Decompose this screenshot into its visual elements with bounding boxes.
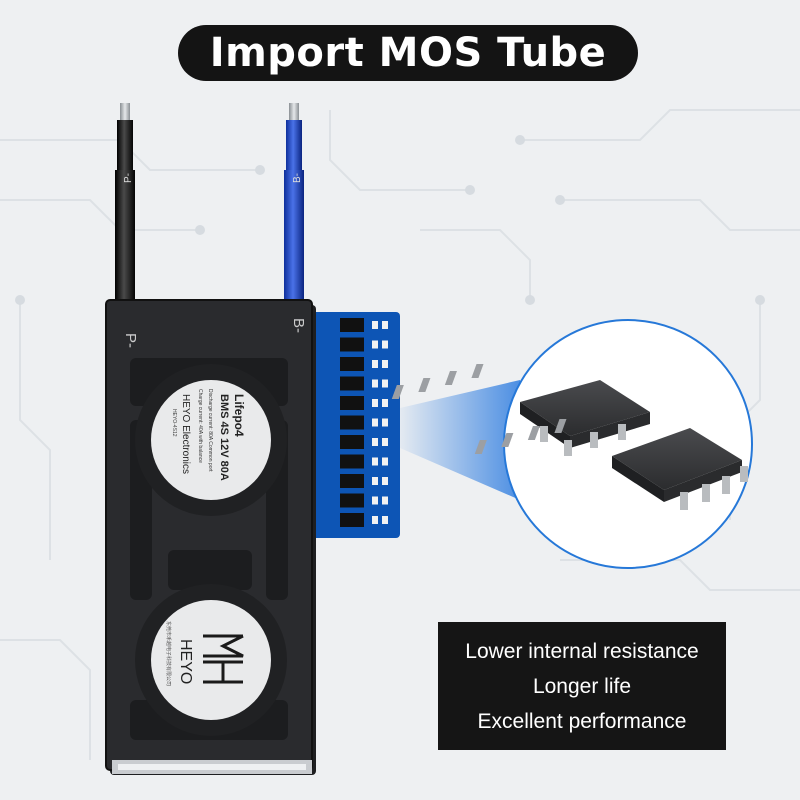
model-text: BMS 4S 12V 80A	[218, 394, 230, 481]
pcb-pad	[372, 457, 378, 466]
charge-text: Charge current: 40A with balance	[197, 389, 203, 463]
pcb-pad	[372, 340, 378, 349]
discharge-text: Discharge current: 80A Common port	[207, 389, 213, 472]
pcb-pad	[372, 418, 378, 427]
b-wire-label: B-	[292, 173, 303, 183]
mos-chip-right	[474, 419, 748, 510]
company-cn-text: 东莞市禾越电子科技有限公司	[165, 621, 172, 686]
pcb-pad	[382, 418, 388, 427]
logo-text: HEYO	[177, 639, 194, 684]
model-code-text: HEYO-4S12	[171, 409, 177, 437]
feature-item: Excellent performance	[477, 709, 687, 733]
pcb-mos-chip	[340, 435, 364, 449]
pcb-pad	[372, 516, 378, 524]
pcb-mos-chip	[340, 357, 364, 371]
board-spec-label: Lifepo4 BMS 4S 12V 80A Discharge current…	[171, 389, 246, 481]
feature-item: Longer life	[532, 674, 632, 698]
pcb-mos-chip	[340, 337, 364, 352]
pcb-pad	[382, 399, 388, 407]
pcb-pad	[382, 360, 388, 368]
pcb-mos-chip	[340, 474, 364, 488]
bms-board	[105, 299, 316, 775]
brand-text: HEYO Electronics	[180, 394, 191, 474]
pcb-pad	[382, 516, 388, 524]
pcb-pad	[372, 321, 378, 329]
board-p-label: P-	[122, 333, 139, 348]
negative-b-wire	[284, 103, 304, 310]
p-wire-label: P-	[123, 173, 134, 183]
pcb-mos-chip	[340, 396, 364, 410]
pcb-pad	[382, 340, 388, 349]
pcb-mos-chip	[340, 415, 364, 430]
pcb-pad	[372, 438, 378, 446]
feature-item: Lower internal resistance	[465, 639, 699, 663]
pcb-pad	[372, 360, 378, 368]
negative-p-wire	[115, 103, 135, 310]
pcb-mos-chip	[340, 513, 364, 527]
heyo-logo: HEYO 东莞市禾越电子科技有限公司	[165, 621, 244, 686]
pcb-mos-chip	[340, 318, 364, 332]
pcb-pad	[372, 496, 378, 505]
chem-text: Lifepo4	[232, 394, 246, 437]
pcb-pad	[382, 457, 388, 466]
mos-chip-left	[391, 364, 650, 456]
features-box: Lower internal resistance Longer life Ex…	[438, 622, 726, 750]
pcb-mos-chip	[340, 493, 364, 508]
page-title: Import MOS Tube	[178, 25, 638, 81]
mos-pcb-strip	[312, 312, 400, 538]
board-b-label: B-	[290, 318, 307, 333]
pcb-pad	[372, 379, 378, 388]
pcb-pad	[372, 399, 378, 407]
pcb-mos-chip	[340, 376, 364, 391]
pcb-pad	[372, 477, 378, 485]
pcb-pad	[382, 496, 388, 505]
pcb-mos-chip	[340, 454, 364, 469]
pcb-pad	[382, 321, 388, 329]
pcb-pad	[382, 477, 388, 485]
pcb-pad	[382, 438, 388, 446]
pcb-pad	[382, 379, 388, 388]
zoom-beam	[400, 380, 520, 500]
